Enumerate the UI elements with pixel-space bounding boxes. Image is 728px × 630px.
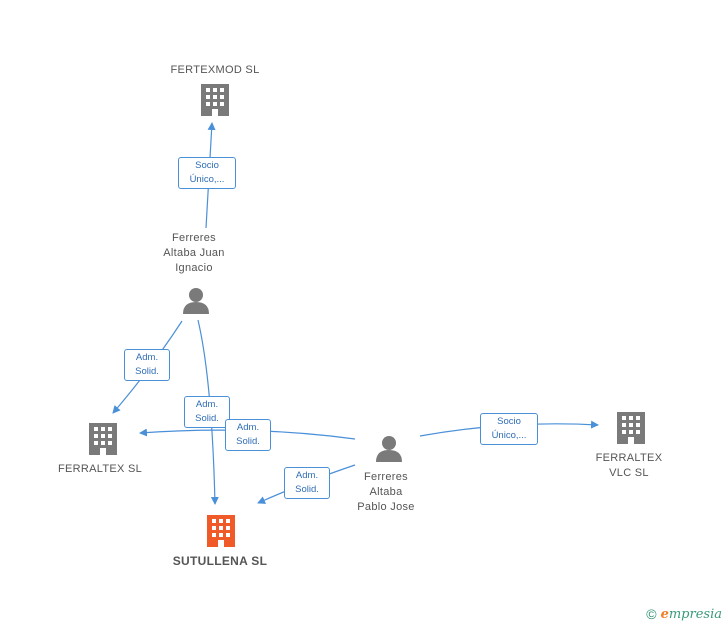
person-icon[interactable] <box>183 288 209 314</box>
edge-label-socio-unico[interactable]: Socio Único,... <box>178 157 236 189</box>
node-label-line: Ferreres <box>364 471 408 483</box>
copyright-icon: © <box>646 606 657 622</box>
building-icon-main[interactable] <box>207 515 235 547</box>
edge-label-adm-solid[interactable]: Adm. Solid. <box>184 396 230 428</box>
node-label-pablo[interactable]: Ferreres Altaba Pablo Jose <box>336 470 436 515</box>
node-label-line: Ignacio <box>175 262 213 274</box>
node-label-line: Pablo Jose <box>357 501 415 513</box>
brand-logo[interactable]: empresia <box>661 607 722 622</box>
edge-label-line: Socio <box>497 416 521 427</box>
node-label-line: Altaba <box>369 486 403 498</box>
edge-label-adm-solid[interactable]: Adm. Solid. <box>225 419 271 451</box>
edge-label-line: Único,... <box>491 430 527 441</box>
brand-name: mpresia <box>668 606 722 622</box>
edge-label-line: Adm. <box>195 399 219 410</box>
edge-label-line: Solid. <box>236 436 260 447</box>
building-icon[interactable] <box>617 412 645 444</box>
node-label-juan[interactable]: Ferreres Altaba Juan Ignacio <box>144 231 244 276</box>
brand-initial: e <box>660 606 669 622</box>
building-icon[interactable] <box>201 84 229 116</box>
edge-label-line: Adm. <box>236 422 260 433</box>
person-icon[interactable] <box>376 436 402 462</box>
node-label-sutullena[interactable]: SUTULLENA SL <box>172 554 268 568</box>
node-label-fertexmod[interactable]: FERTEXMOD SL <box>170 64 260 76</box>
node-label-line: VLC SL <box>609 467 649 479</box>
edge-label-line: Adm. <box>295 470 319 481</box>
edge-label-line: Solid. <box>195 413 219 424</box>
edge-label-socio-unico[interactable]: Socio Único,... <box>480 413 538 445</box>
edge-label-line: Solid. <box>295 484 319 495</box>
node-label-line: Altaba Juan <box>163 247 225 259</box>
node-label-line: Ferreres <box>172 232 216 244</box>
node-label-ferraltex-vlc[interactable]: FERRALTEX VLC SL <box>584 451 674 481</box>
edge-label-adm-solid[interactable]: Adm. Solid. <box>124 349 170 381</box>
edge-label-line: Solid. <box>135 366 159 377</box>
building-icon[interactable] <box>89 423 117 455</box>
edge-label-line: Único,... <box>189 174 225 185</box>
edge-label-line: Adm. <box>135 352 159 363</box>
edge-label-adm-solid[interactable]: Adm. Solid. <box>284 467 330 499</box>
footer-credit: © empresia <box>646 606 722 622</box>
node-label-ferraltex[interactable]: FERRALTEX SL <box>57 463 143 475</box>
edge-label-line: Socio <box>195 160 219 171</box>
node-label-line: FERRALTEX <box>595 452 663 464</box>
